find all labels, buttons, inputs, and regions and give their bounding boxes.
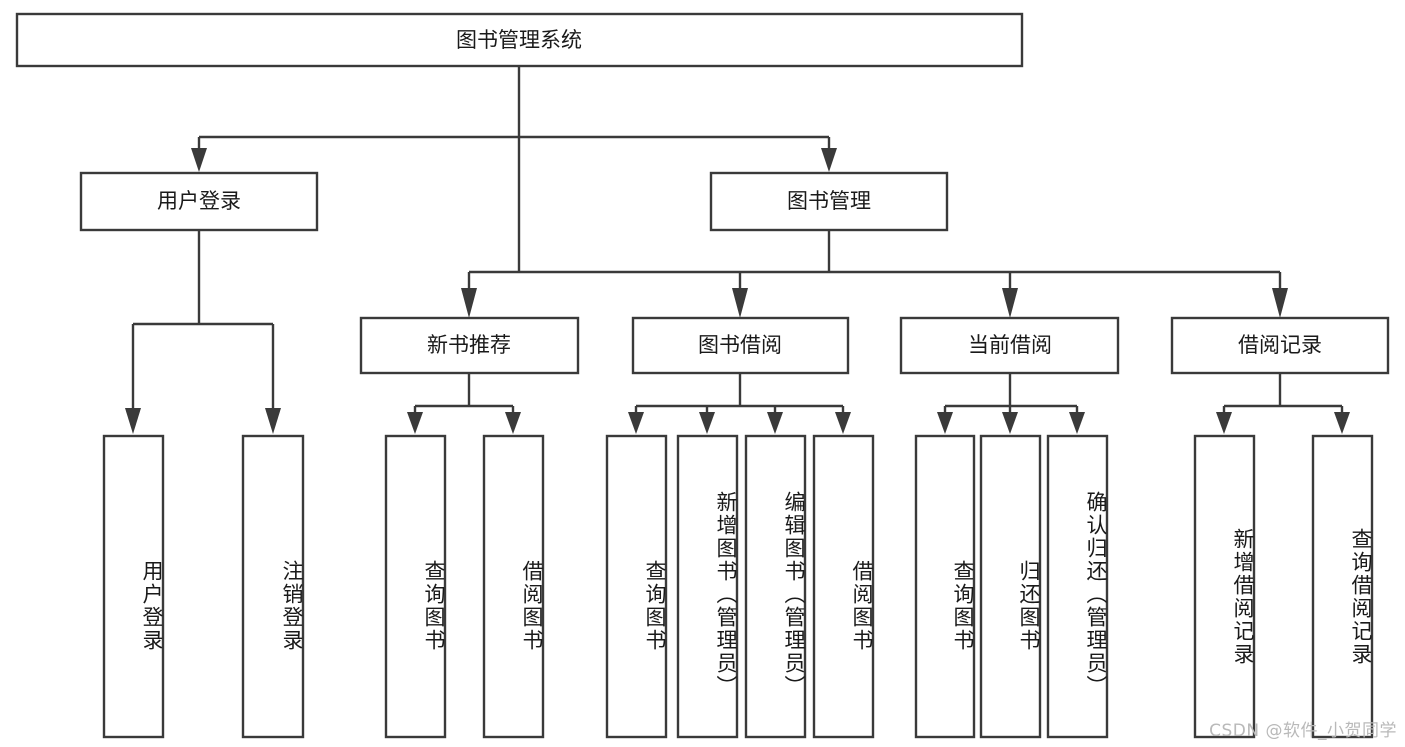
csdn-watermark: CSDN @软件_小贺同学 xyxy=(1209,721,1397,741)
arrow-icon-borrow-record xyxy=(1272,288,1288,318)
node-box-book-manage[interactable] xyxy=(709,171,949,232)
node-box-leaf-bb-4[interactable] xyxy=(812,434,875,739)
node-box-current-borrow[interactable] xyxy=(899,316,1120,375)
node-label-book-manage: 图书管理 xyxy=(787,189,871,213)
arrow-icon-br-leaf-1 xyxy=(1216,412,1232,434)
node-layer: 图书管理系统 用户登录 图书管理 新书推荐 图书借阅 当前借阅 借阅记录 xyxy=(15,12,1390,739)
node-label-root: 图书管理系统 xyxy=(456,28,582,52)
node-box-leaf-cb-1[interactable] xyxy=(914,434,976,739)
node-box-leaf-ul-1[interactable] xyxy=(102,434,165,739)
node-box-leaf-bb-1[interactable] xyxy=(605,434,668,739)
arrow-icon-bb-leaf-1 xyxy=(628,412,644,434)
node-box-user-login[interactable] xyxy=(79,171,319,232)
arrow-icon-nb-leaf-1 xyxy=(407,412,423,434)
node-box-leaf-nb-1[interactable] xyxy=(384,434,447,739)
arrow-icon-bb-leaf-3 xyxy=(767,412,783,434)
node-box-leaf-br-2[interactable] xyxy=(1311,434,1374,739)
node-label-current-borrow: 当前借阅 xyxy=(968,333,1052,357)
node-box-leaf-bb-2[interactable] xyxy=(676,434,739,739)
arrow-icon-cb-leaf-2 xyxy=(1002,412,1018,434)
node-box-root[interactable] xyxy=(15,12,1024,68)
node-label-user-login: 用户登录 xyxy=(157,189,241,213)
arrow-icon-ul-leaf-2 xyxy=(265,408,281,434)
node-label-new-book-recommend: 新书推荐 xyxy=(427,333,511,357)
node-box-leaf-nb-2[interactable] xyxy=(482,434,545,739)
arrow-icon-book-borrow xyxy=(732,288,748,318)
arrow-icon-cb-leaf-3 xyxy=(1069,412,1085,434)
arrow-icon-new-book xyxy=(461,288,477,318)
arrow-icon-br-leaf-2 xyxy=(1334,412,1350,434)
arrow-icon-nb-leaf-2 xyxy=(505,412,521,434)
arrow-icon-user-login xyxy=(191,148,207,172)
node-box-borrow-record[interactable] xyxy=(1170,316,1390,375)
node-label-borrow-record: 借阅记录 xyxy=(1238,333,1322,357)
node-box-new-book-recommend[interactable] xyxy=(359,316,580,375)
node-label-book-borrow: 图书借阅 xyxy=(698,333,782,357)
connector-layer xyxy=(125,66,1350,434)
node-box-leaf-cb-2[interactable] xyxy=(979,434,1042,739)
arrow-icon-book-manage xyxy=(821,148,837,172)
arrow-icon-ul-leaf-1 xyxy=(125,408,141,434)
arrow-icon-bb-leaf-4 xyxy=(835,412,851,434)
node-box-leaf-ul-2[interactable] xyxy=(241,434,305,739)
arrow-icon-bb-leaf-2 xyxy=(699,412,715,434)
node-box-leaf-cb-3[interactable] xyxy=(1046,434,1109,739)
node-box-book-borrow[interactable] xyxy=(631,316,850,375)
node-box-leaf-bb-3[interactable] xyxy=(744,434,807,739)
arrow-icon-current-borrow xyxy=(1002,288,1018,318)
arrow-icon-cb-leaf-1 xyxy=(937,412,953,434)
node-box-leaf-br-1[interactable] xyxy=(1193,434,1256,739)
